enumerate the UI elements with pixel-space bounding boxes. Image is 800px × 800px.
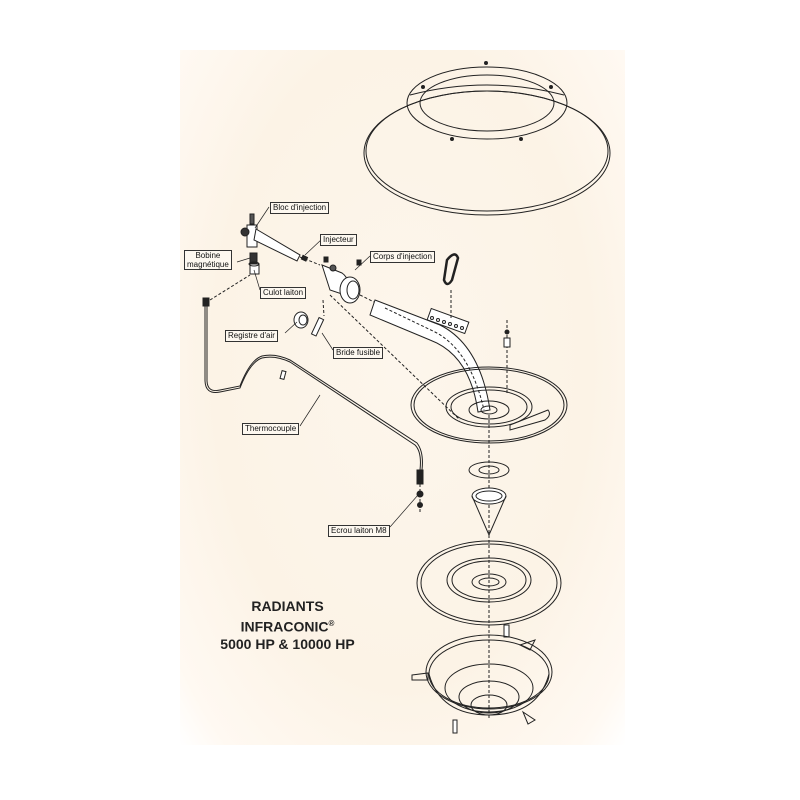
title-line2: 5000 HP & 10000 HP	[220, 635, 355, 652]
perforated-bracket	[426, 307, 470, 335]
label-bobine-line1: Bobine	[195, 251, 221, 260]
injection-body	[321, 256, 362, 304]
title-line1-text: RADIANTS INFRACONIC	[240, 598, 329, 635]
label-registre-air: Registre d'air	[225, 330, 278, 342]
burner-tube	[369, 299, 491, 413]
label-bloc-injection: Bloc d'injection	[270, 202, 330, 214]
injection-block	[240, 213, 301, 275]
title-line1: RADIANTS INFRACONIC®	[205, 598, 370, 636]
label-thermocouple: Thermocouple	[242, 423, 300, 435]
label-bobine-magnetique: Bobine magnétique	[184, 250, 232, 270]
hook	[442, 253, 460, 286]
lower-plate	[416, 540, 562, 626]
label-injecteur: Injecteur	[320, 234, 357, 246]
registered-mark: ®	[328, 619, 335, 628]
product-title: RADIANTS INFRACONIC® 5000 HP & 10000 HP	[205, 598, 370, 653]
label-corps-injection: Corps d'injection	[370, 251, 435, 263]
label-ecrou-laiton: Ecrou laiton M8	[328, 525, 390, 537]
reflector-cone	[363, 61, 611, 216]
reflector-bowl	[411, 634, 553, 725]
label-bride-fusible: Bride fusible	[333, 347, 384, 359]
label-culot-laiton: Culot laiton	[260, 287, 307, 299]
paper-background	[180, 50, 625, 745]
label-bobine-line2: magnétique	[187, 260, 229, 269]
thermocouple-wire	[202, 297, 424, 485]
